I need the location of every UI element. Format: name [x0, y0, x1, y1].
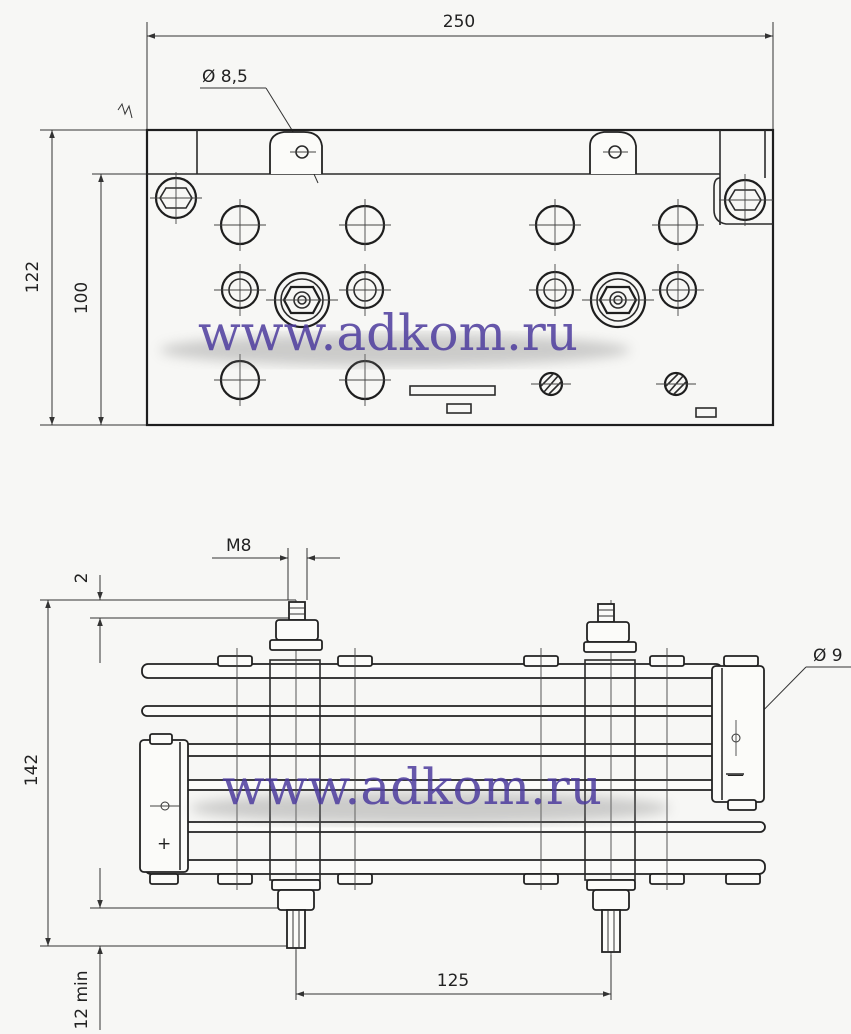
top-body-outline: [145, 128, 775, 427]
stud-top-left: [269, 601, 323, 651]
dim-width-label: 250: [443, 12, 475, 32]
polarity-plus-label: +: [157, 834, 171, 854]
dim-hole-label-top: Ø 8,5: [202, 67, 248, 87]
dim-height-total-label: 122: [23, 261, 43, 293]
watermark-bottom: www.adkom.ru: [222, 758, 602, 816]
mounting-tab-left: [269, 131, 323, 174]
terminal-stud-left: [266, 271, 338, 329]
dim-pitch-label: 125: [437, 971, 469, 991]
plate-bolts-bottom: [149, 873, 761, 885]
bracket-left: +: [139, 739, 189, 873]
dim-gap-label: 2: [72, 573, 92, 584]
terminal-stud-right: [582, 271, 654, 329]
stud-bottom-left: [271, 879, 321, 949]
label-slot: [409, 385, 496, 396]
hole-row-1: [214, 199, 704, 251]
dim-height-body-label: 100: [72, 282, 92, 314]
polarity-minus-label: —: [727, 765, 744, 785]
bottom-view: M8 2 142 12 min 125 Ø 9: [22, 536, 851, 1030]
dim-height-label: 142: [22, 754, 42, 786]
stud-bottom-right: [586, 879, 636, 953]
small-slot-left: [446, 403, 472, 414]
watermark-top: www.adkom.ru: [198, 304, 578, 362]
bracket-right: —: [711, 665, 765, 803]
dim-thread-label: M8: [226, 536, 251, 556]
small-slot-right: [695, 407, 717, 418]
stud-top-right: [583, 603, 637, 653]
dim-min-length-label: 12 min: [72, 970, 92, 1029]
hole-row-2: [214, 264, 704, 316]
mounting-tab-right: [589, 131, 637, 174]
top-view: 250 Ø 8,5 122 100: [23, 12, 775, 427]
dim-hole-label-bottom: Ø 9: [813, 646, 843, 666]
corner-bolt-left: [150, 172, 202, 224]
corner-bolt-right: [719, 174, 773, 226]
